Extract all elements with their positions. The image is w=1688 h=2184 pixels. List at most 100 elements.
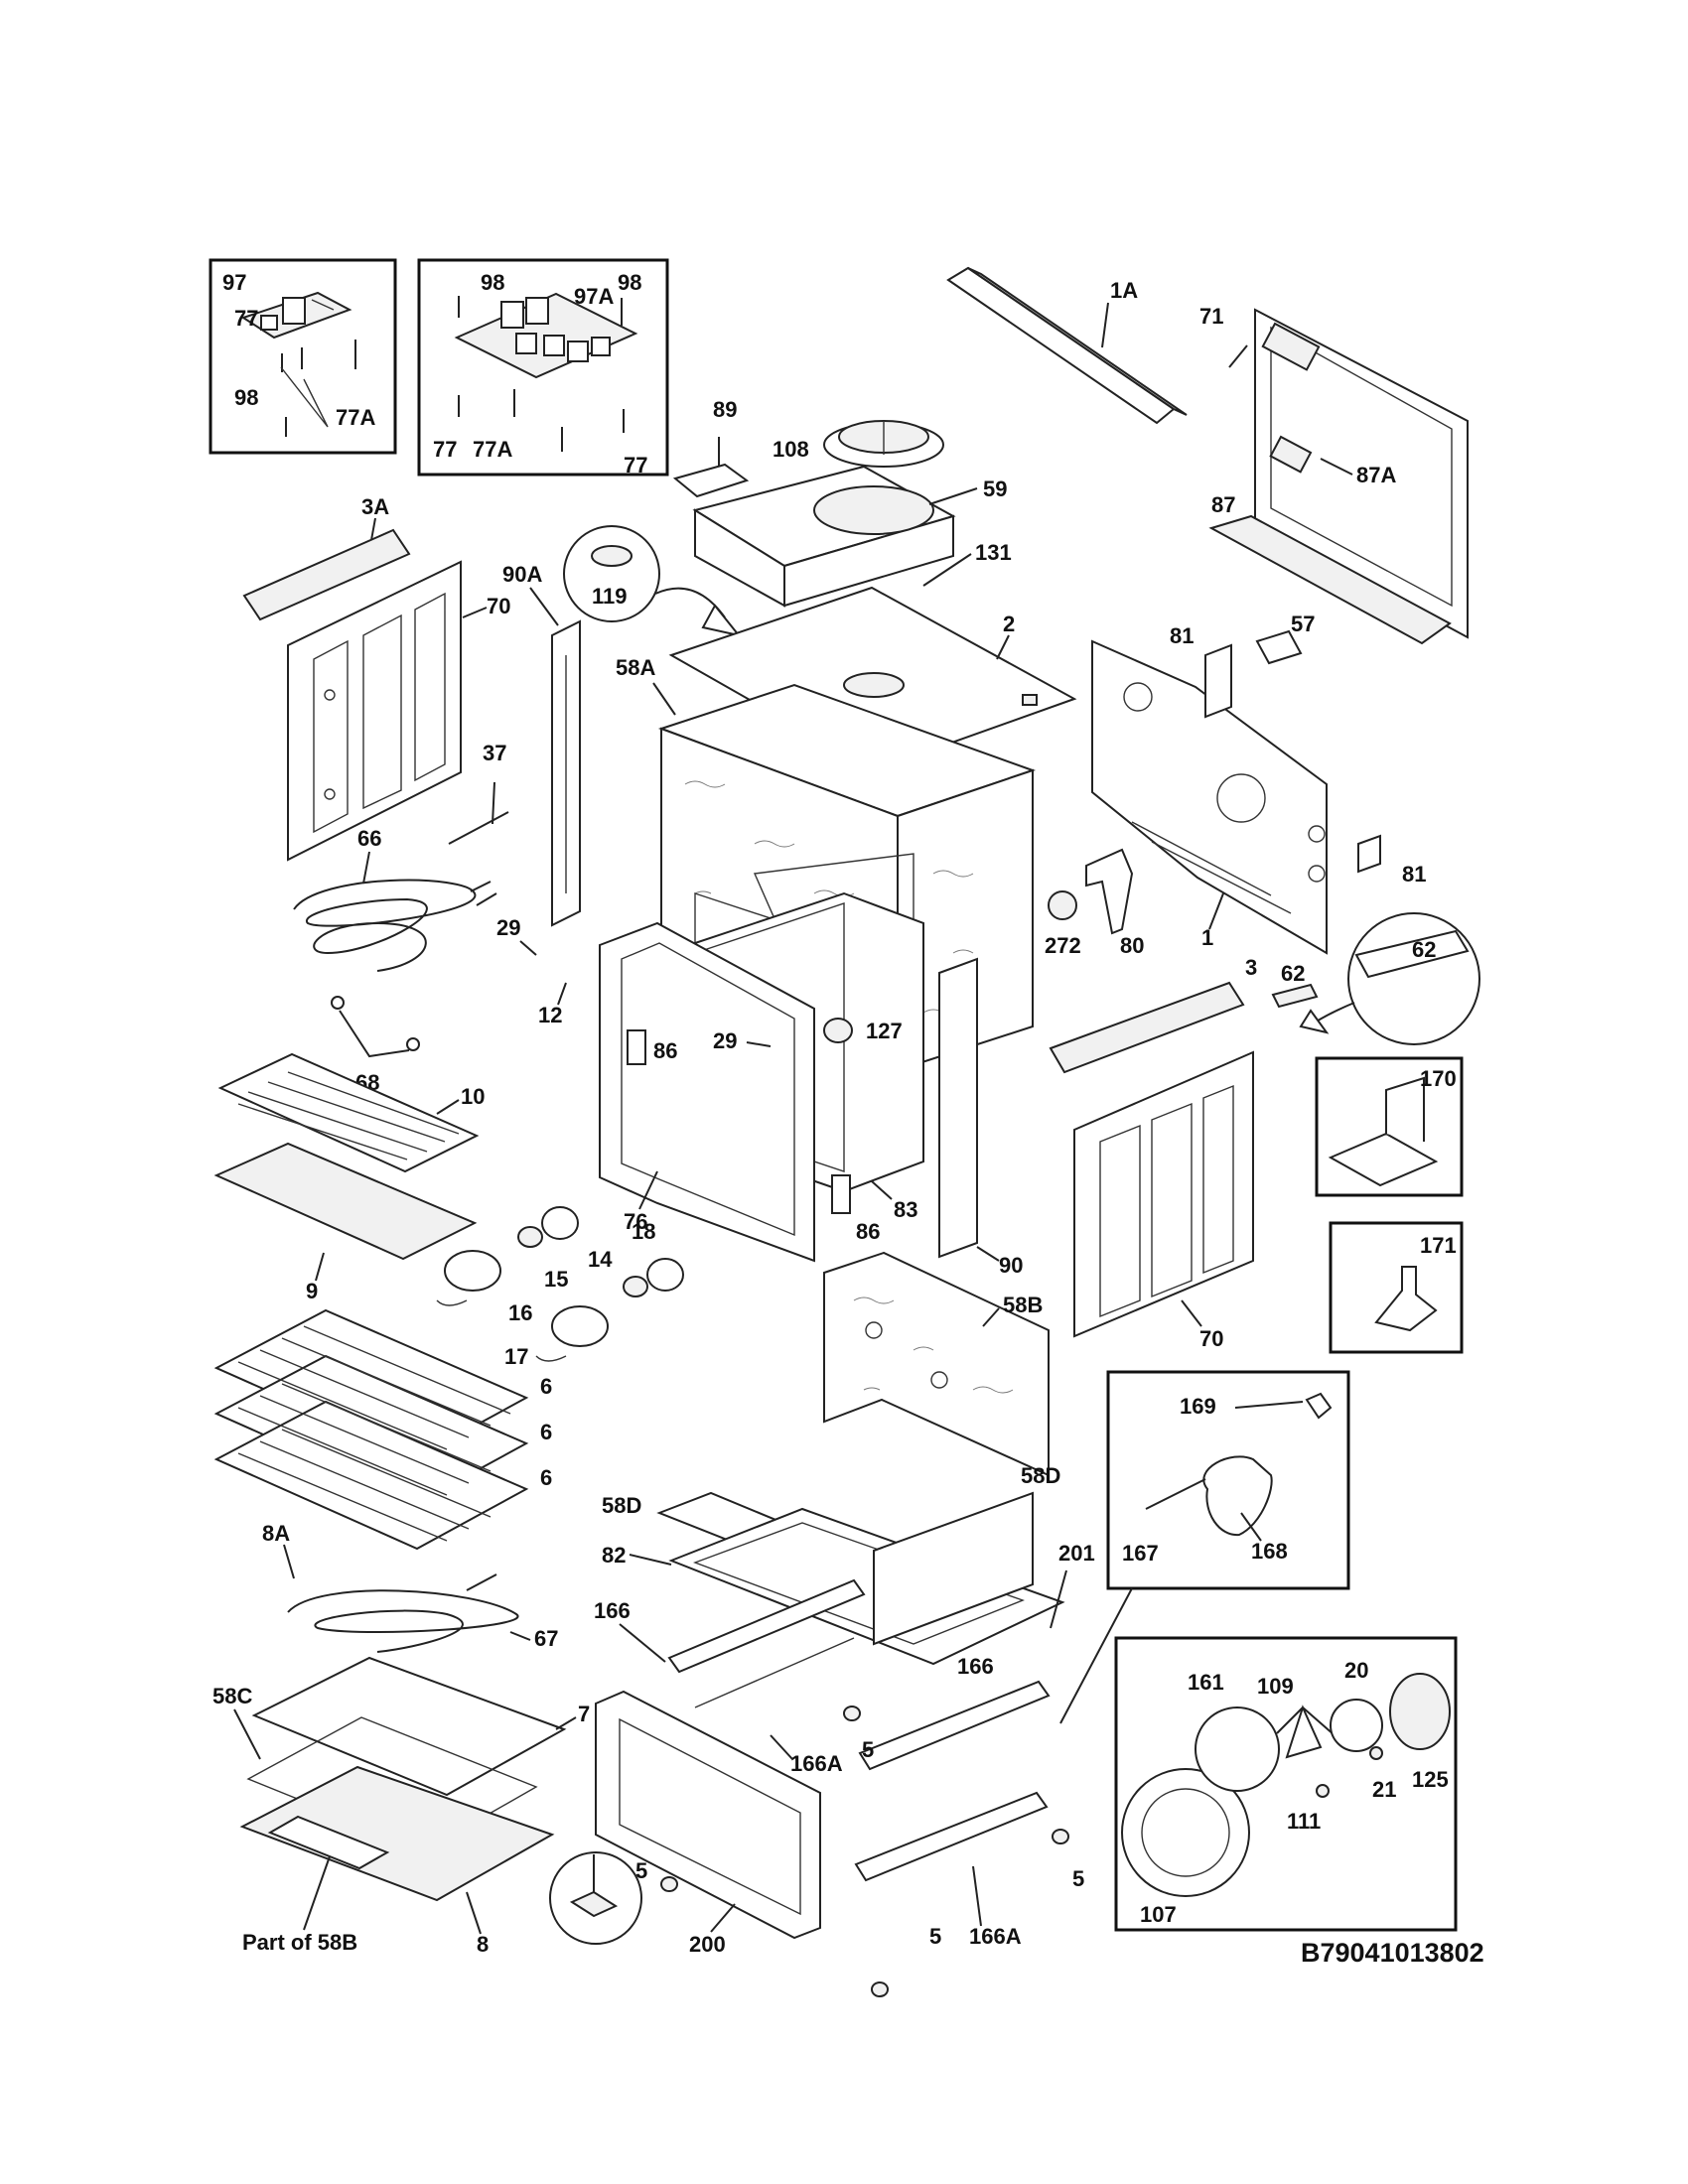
oven-racks-6 xyxy=(213,1308,529,1551)
callout-131: 131 xyxy=(975,540,1012,565)
callout-18: 18 xyxy=(632,1219,655,1244)
callout-98: 98 xyxy=(234,385,258,410)
callout-17: 17 xyxy=(504,1344,528,1369)
callout-166: 166 xyxy=(594,1598,631,1623)
control-board-inset-right xyxy=(417,258,669,477)
callout-87: 87 xyxy=(1211,492,1235,517)
bracket-170-box xyxy=(1315,1056,1464,1197)
thermostat-bracket-89 xyxy=(672,437,750,498)
callout-14: 14 xyxy=(588,1247,613,1272)
callout-58A: 58A xyxy=(616,655,655,680)
callout-119: 119 xyxy=(592,584,628,609)
callout-58D: 58D xyxy=(602,1493,641,1518)
callout-90A: 90A xyxy=(502,562,542,587)
rear-insulation-90 xyxy=(938,957,1000,1262)
callout-1: 1 xyxy=(1201,925,1213,950)
callout-77: 77 xyxy=(624,453,647,478)
part-of-58B-label: Part of 58B xyxy=(242,1930,357,1955)
callout-125: 125 xyxy=(1412,1767,1449,1792)
callout-12: 12 xyxy=(538,1003,562,1027)
callout-86: 86 xyxy=(856,1219,880,1244)
callout-81: 81 xyxy=(1402,862,1426,887)
callout-87A: 87A xyxy=(1356,463,1396,487)
broil-pan-9 xyxy=(213,1142,478,1261)
callout-66: 66 xyxy=(357,826,381,851)
callout-98: 98 xyxy=(618,270,641,295)
rear-bracket-1A xyxy=(946,266,1188,425)
callout-167: 167 xyxy=(1122,1541,1159,1566)
oven-bottom-7 xyxy=(239,1656,567,1902)
convection-fan-108 xyxy=(823,420,944,468)
callout-5: 5 xyxy=(635,1858,647,1883)
callout-89: 89 xyxy=(713,397,737,422)
callout-107: 107 xyxy=(1140,1902,1177,1927)
knob-272-bracket-80 xyxy=(1048,848,1134,935)
terminal-block-62-detail xyxy=(1271,912,1480,1045)
callout-8A: 8A xyxy=(262,1521,290,1546)
callout-77A: 77A xyxy=(336,405,375,430)
wire-37 xyxy=(448,781,509,845)
side-panel-3A-70 xyxy=(242,528,462,862)
callout-2: 2 xyxy=(1003,612,1015,636)
callout-82: 82 xyxy=(602,1543,626,1568)
callout-5: 5 xyxy=(862,1737,874,1762)
callout-166: 166 xyxy=(957,1654,994,1679)
callout-5: 5 xyxy=(1072,1866,1084,1891)
callout-109: 109 xyxy=(1257,1674,1294,1699)
callout-77A: 77A xyxy=(473,437,512,462)
bracket-171-box xyxy=(1329,1221,1464,1354)
callout-6: 6 xyxy=(540,1374,552,1399)
callout-70: 70 xyxy=(487,594,510,618)
callout-59: 59 xyxy=(983,477,1007,501)
callout-76: 76 xyxy=(624,1209,647,1234)
callout-8: 8 xyxy=(477,1932,489,1957)
callout-29: 29 xyxy=(496,915,520,940)
rear-frame-1 xyxy=(1091,639,1328,955)
callout-10: 10 xyxy=(461,1084,485,1109)
callout-83: 83 xyxy=(894,1197,917,1222)
control-board-inset-left xyxy=(209,258,397,455)
sensor-127 xyxy=(823,1018,853,1043)
callout-77: 77 xyxy=(234,306,258,331)
rear-panel-71 xyxy=(1208,308,1469,645)
callout-108: 108 xyxy=(773,437,809,462)
callout-15: 15 xyxy=(544,1267,568,1292)
callout-58D: 58D xyxy=(1021,1463,1060,1488)
drawer-front-200 xyxy=(595,1690,821,1940)
callout-37: 37 xyxy=(483,741,506,765)
side-insulation-90A xyxy=(551,619,581,927)
diagram-code: B79041013802 xyxy=(1301,1938,1484,1968)
callout-1A: 1A xyxy=(1110,278,1138,303)
broil-element-67 xyxy=(287,1573,519,1653)
callout-58B: 58B xyxy=(1003,1293,1043,1317)
side-panel-3-70 xyxy=(1049,981,1254,1338)
screws-68 xyxy=(331,996,420,1058)
lamp-parts xyxy=(436,1206,684,1362)
thermal-cutout-119 xyxy=(563,525,742,637)
callout-81: 81 xyxy=(1170,623,1194,648)
callout-90: 90 xyxy=(999,1253,1023,1278)
callout-166A: 166A xyxy=(969,1924,1022,1949)
callout-127: 127 xyxy=(866,1019,903,1043)
leveling-legs-5 xyxy=(549,1706,1069,1997)
callout-171: 171 xyxy=(1420,1233,1457,1258)
hinge-detail-box xyxy=(1059,1370,1350,1724)
blower-housing-59 xyxy=(692,465,978,608)
callout-29: 29 xyxy=(713,1028,737,1053)
callout-67: 67 xyxy=(534,1626,558,1651)
callout-9: 9 xyxy=(306,1279,318,1303)
callout-97A: 97A xyxy=(574,284,614,309)
callout-98: 98 xyxy=(481,270,504,295)
callout-6: 6 xyxy=(540,1465,552,1490)
callout-7: 7 xyxy=(578,1702,590,1726)
callout-161: 161 xyxy=(1188,1670,1224,1695)
callout-57: 57 xyxy=(1291,612,1315,636)
callout-200: 200 xyxy=(689,1932,726,1957)
drawer-frame-82 xyxy=(656,1491,1065,1666)
callout-58C: 58C xyxy=(212,1684,252,1708)
callout-201: 201 xyxy=(1058,1541,1095,1566)
broil-pan-grid-10 xyxy=(217,1052,480,1173)
callout-16: 16 xyxy=(508,1300,532,1325)
callout-272: 272 xyxy=(1045,933,1081,958)
